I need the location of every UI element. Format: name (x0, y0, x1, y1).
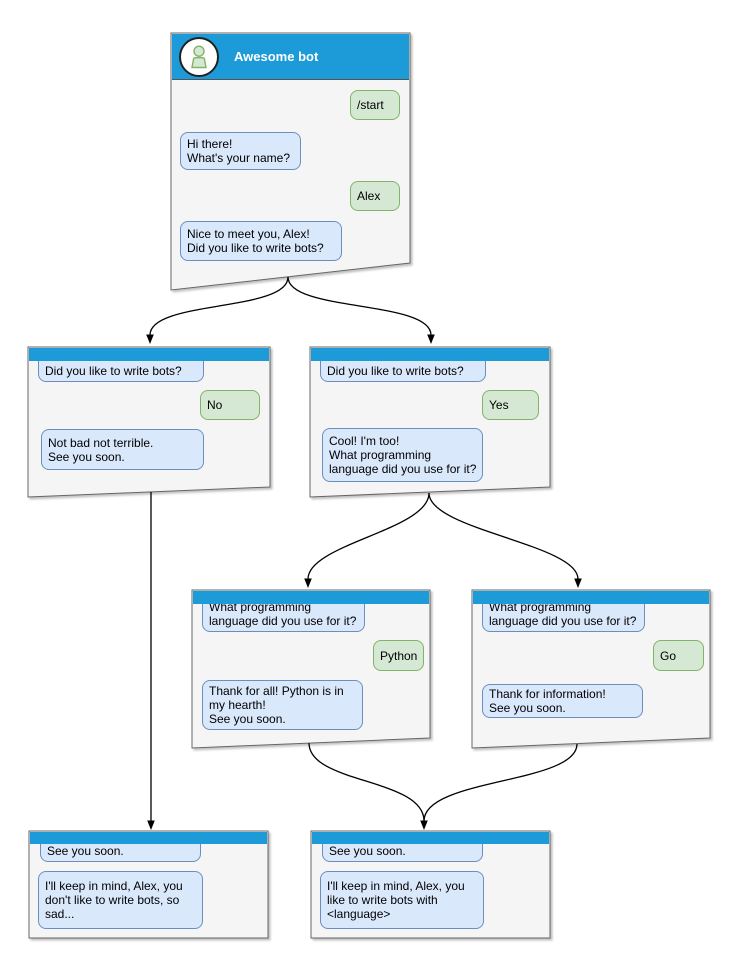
bot-message-bubble: Nice to meet you, Alex! Did you like to … (180, 221, 342, 261)
end-language-titlebar (312, 832, 549, 844)
person-icon (191, 44, 207, 68)
bot-message-bubble: I'll keep in mind, Alex, you don't like … (38, 871, 203, 929)
edge-branch-yes-to-go (428, 492, 582, 588)
edge-branch-yes-to-python (304, 492, 430, 588)
lang-python-titlebar (193, 591, 429, 604)
user-message-bubble: Yes (482, 390, 539, 420)
bot-message-bubble: Thank for information! See you soon. (482, 684, 643, 718)
user-message-bubble: Go (653, 640, 704, 671)
edge-main-to-branch-no (146, 276, 289, 344)
user-message-bubble: /start (350, 90, 400, 120)
edge-main-to-branch-yes (287, 276, 435, 344)
end-no-titlebar (30, 832, 267, 844)
bot-avatar (179, 36, 219, 77)
branch-no-titlebar (29, 348, 269, 361)
bot-message-bubble: Thank for all! Python is in my hearth! S… (202, 680, 363, 730)
edge-branch-no-to-end-no (147, 492, 155, 830)
main-window-titlebar: Awesome bot (172, 34, 409, 80)
edge-go-to-end-language (420, 743, 578, 830)
edge-python-to-end-language (308, 742, 425, 822)
user-message-bubble: Python (373, 640, 424, 671)
user-message-bubble: No (200, 390, 260, 420)
user-message-bubble: Alex (350, 181, 400, 211)
branch-yes-titlebar (311, 348, 549, 361)
bot-message-bubble: I'll keep in mind, Alex, you like to wri… (320, 871, 484, 929)
bot-message-bubble: Not bad not terrible. See you soon. (41, 429, 204, 470)
lang-go-titlebar (473, 591, 709, 604)
bot-message-bubble: Hi there! What's your name? (180, 132, 301, 170)
bot-message-bubble: Cool! I'm too! What programming language… (322, 428, 483, 482)
bot-name-title: Awesome bot (234, 49, 319, 64)
